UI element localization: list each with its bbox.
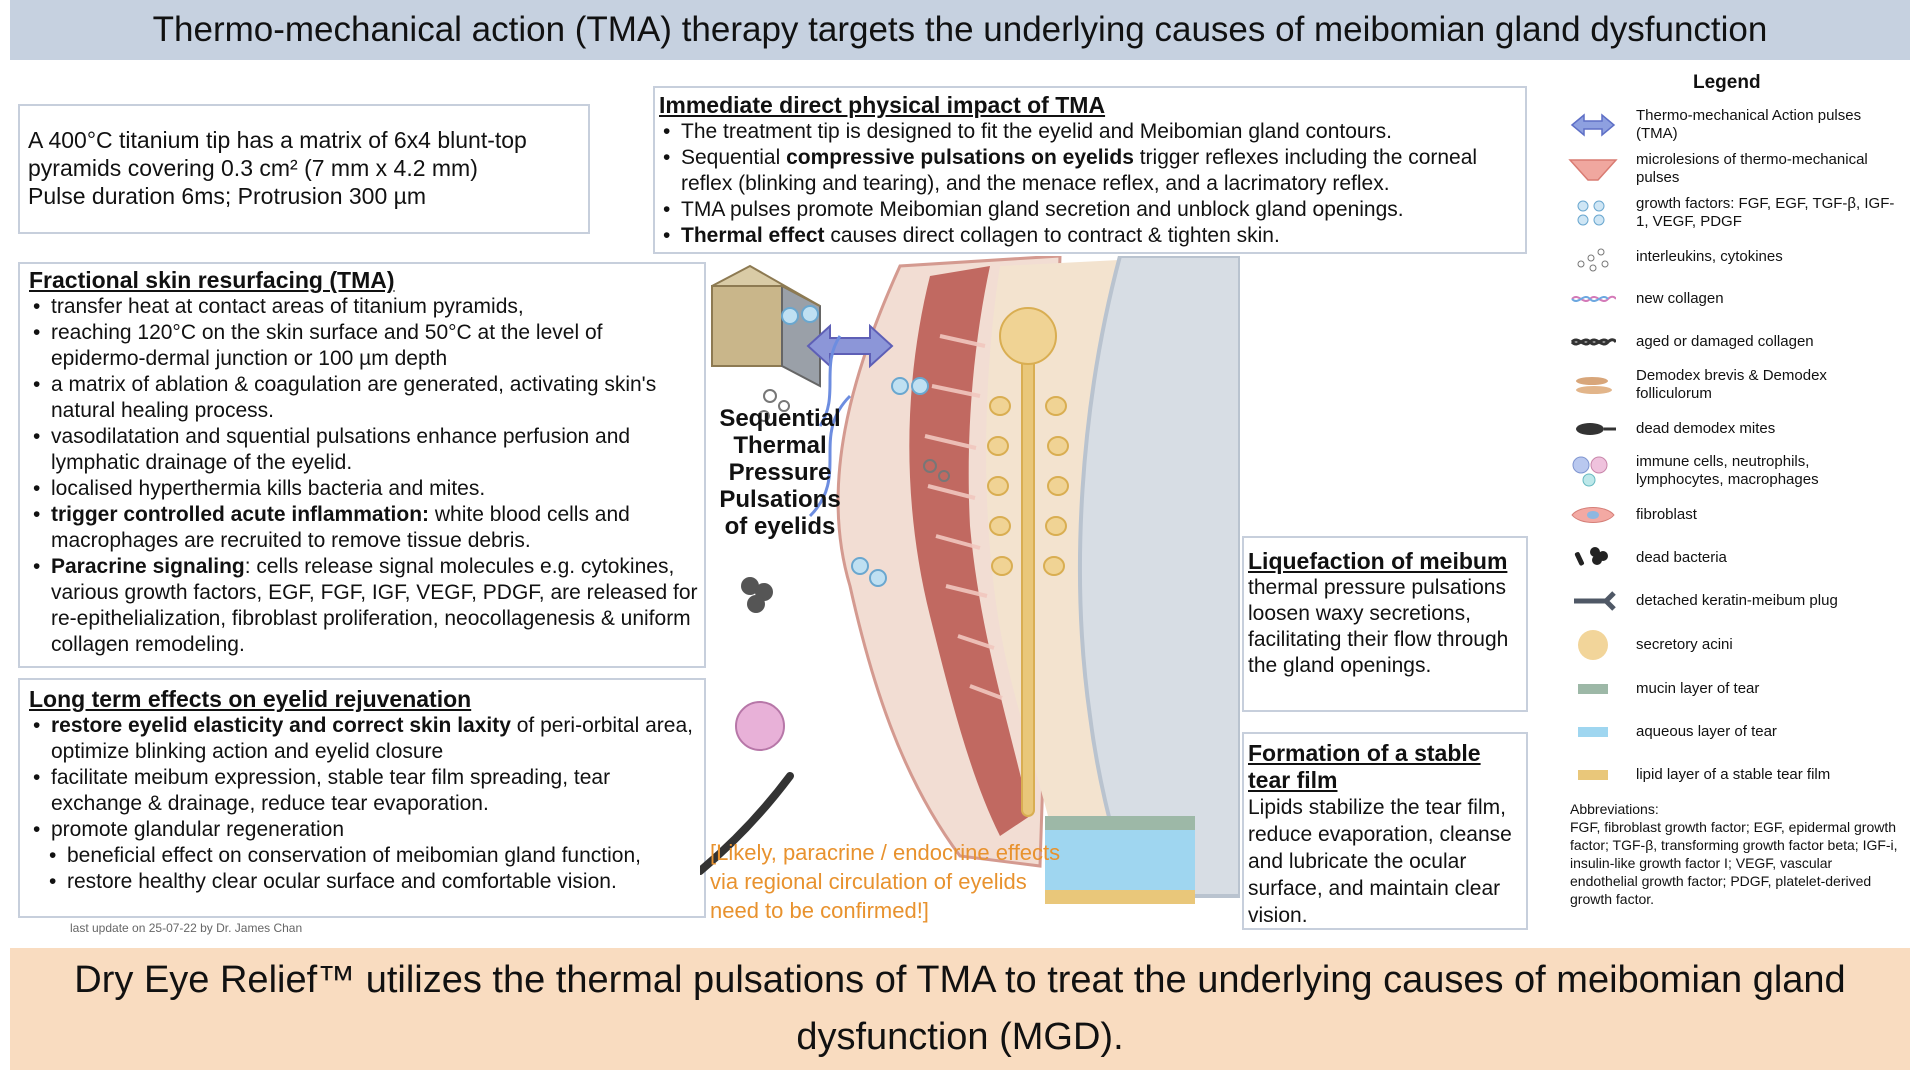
muscle-band bbox=[909, 266, 1030, 836]
demodex-icon bbox=[1566, 370, 1620, 400]
page-title: Thermo-mechanical action (TMA) therapy t… bbox=[152, 10, 1768, 49]
tip-spec-line-3: Pulse duration 6ms; Protrusion 300 µm bbox=[28, 183, 427, 209]
legend-item: interleukins, cytokines bbox=[1566, 238, 1896, 276]
cytokine-icon bbox=[1566, 242, 1620, 272]
legend-item: aged or damaged collagen bbox=[1566, 323, 1896, 361]
long-term-subbullet-2: restore healthy clear ocular surface and… bbox=[49, 869, 698, 895]
cytokine-dots bbox=[758, 389, 950, 482]
footer-text: Dry Eye Relief™ utilizes the thermal pul… bbox=[74, 959, 1846, 1058]
legend-item: growth factors: FGF, EGF, TGF-β, IGF-1, … bbox=[1566, 194, 1896, 232]
liquefaction-body: thermal pressure pulsations loosen waxy … bbox=[1248, 576, 1509, 677]
legend-item: aqueous layer of tear bbox=[1566, 713, 1896, 751]
tear-film-box: Formation of a stable tear film Lipids s… bbox=[1242, 732, 1528, 930]
fractional-bullet-3: a matrix of ablation & coagulation are g… bbox=[33, 372, 698, 424]
dead-mite-icon bbox=[1566, 414, 1620, 444]
legend-item: mucin layer of tear bbox=[1566, 670, 1896, 708]
liquefaction-heading: Liquefaction of meibum bbox=[1248, 548, 1508, 574]
keratin-plug-icon bbox=[1566, 586, 1620, 616]
new-collagen-helix bbox=[808, 335, 852, 518]
long-term-heading: Long term effects on eyelid rejuvenation bbox=[29, 686, 472, 712]
long-term-bullet-3: promote glandular regeneration bbox=[33, 817, 698, 843]
fibroblast-icon bbox=[1566, 500, 1620, 530]
legend-item: microlesions of thermo-mechanical pulses bbox=[1566, 150, 1896, 188]
immediate-bullet-4: Thermal effect causes direct collagen to… bbox=[663, 223, 1519, 249]
lipid-layer-icon bbox=[1566, 760, 1620, 790]
update-note: last update on 25-07-22 by Dr. James Cha… bbox=[70, 921, 303, 935]
abbreviations-text: FGF, fibroblast growth factor; EGF, epid… bbox=[1570, 819, 1898, 907]
dead-bacteria-icon bbox=[1566, 543, 1620, 573]
legend-item: Demodex brevis & Demodex folliculorum bbox=[1566, 366, 1896, 404]
legend-item: fibroblast bbox=[1566, 496, 1896, 534]
legend-item: dead demodex mites bbox=[1566, 410, 1896, 448]
tear-film-heading: Formation of a stable tear film bbox=[1248, 740, 1481, 793]
legend-item: detached keratin-meibum plug bbox=[1566, 582, 1896, 620]
immune-cell bbox=[735, 701, 785, 751]
mucin-layer-icon bbox=[1566, 674, 1620, 704]
paracrine-note: [Likely, paracrine / endocrine effects v… bbox=[710, 840, 1061, 923]
sequential-pulsations-label: Sequential Thermal Pressure Pulsations o… bbox=[719, 405, 841, 540]
liquefaction-box: Liquefaction of meibum thermal pressure … bbox=[1242, 536, 1528, 712]
legend-item: immune cells, neutrophils, lymphocytes, … bbox=[1566, 452, 1896, 490]
long-term-subbullet-1: beneficial effect on conservation of mei… bbox=[49, 843, 698, 869]
fractional-bullet-2: reaching 120°C on the skin surface and 5… bbox=[33, 320, 698, 372]
legend-item: dead bacteria bbox=[1566, 539, 1896, 577]
growth-factor-icon bbox=[1566, 198, 1620, 228]
new-collagen-icon bbox=[1566, 284, 1620, 314]
abbreviations: Abbreviations: FGF, fibroblast growth fa… bbox=[1570, 800, 1900, 924]
tear-film-body: Lipids stabilize the tear film, reduce e… bbox=[1248, 796, 1512, 927]
eyelash bbox=[700, 772, 794, 875]
immediate-bullet-3: TMA pulses promote Meibomian gland secre… bbox=[663, 197, 1519, 223]
aqueous-layer-icon bbox=[1566, 717, 1620, 747]
fractional-bullet-5: localised hyperthermia kills bacteria an… bbox=[33, 476, 698, 502]
immune-cell-icon bbox=[1566, 456, 1620, 487]
tip-spec-line-2: pyramids covering 0.3 cm² (7 mm x 4.2 mm… bbox=[28, 155, 478, 181]
dead-bacteria-cluster bbox=[741, 577, 773, 613]
meibomian-gland bbox=[987, 307, 1069, 817]
long-term-bullet-2: facilitate meibum expression, stable tea… bbox=[33, 765, 698, 817]
legend-item: lipid layer of a stable tear film bbox=[1566, 756, 1896, 794]
fractional-bullet-6: trigger controlled acute inflammation: w… bbox=[33, 502, 698, 554]
legend-item: Thermo-mechanical Action pulses (TMA) bbox=[1566, 106, 1896, 144]
fractional-heading: Fractional skin resurfacing (TMA) bbox=[29, 267, 395, 293]
immediate-bullet-2: Sequential compressive pulsations on eye… bbox=[663, 145, 1519, 197]
acini-icon bbox=[1566, 630, 1620, 660]
legend-item: secretory acini bbox=[1566, 626, 1896, 664]
double-arrow-icon bbox=[1566, 110, 1620, 140]
titanium-tip-icon bbox=[711, 264, 821, 388]
fractional-bullet-1: transfer heat at contact areas of titani… bbox=[33, 294, 698, 320]
growth-factor-cells bbox=[781, 305, 929, 587]
long-term-bullet-1: restore eyelid elasticity and correct sk… bbox=[33, 713, 698, 765]
fractional-bullet-7: Paracrine signaling: cells release signa… bbox=[33, 554, 698, 658]
legend-item: new collagen bbox=[1566, 280, 1896, 318]
footer-banner: Dry Eye Relief™ utilizes the thermal pul… bbox=[10, 948, 1910, 1070]
eyelid-illustration bbox=[700, 256, 1240, 904]
aged-collagen-icon bbox=[1566, 327, 1620, 357]
conjunctiva bbox=[1078, 256, 1240, 898]
fractional-bullet-4: vasodilatation and squential pulsations … bbox=[33, 424, 698, 476]
fractional-resurfacing-box: Fractional skin resurfacing (TMA) transf… bbox=[18, 262, 706, 668]
abbreviations-title: Abbreviations: bbox=[1570, 801, 1659, 817]
tip-spec-box: A 400°C titanium tip has a matrix of 6x4… bbox=[18, 104, 590, 234]
immediate-bullet-1: The treatment tip is designed to fit the… bbox=[663, 119, 1519, 145]
legend-title: Legend bbox=[1693, 72, 1761, 93]
immediate-impact-box: Immediate direct physical impact of TMA … bbox=[653, 86, 1527, 254]
title-banner: Thermo-mechanical action (TMA) therapy t… bbox=[10, 0, 1910, 60]
microlesion-icon bbox=[1566, 154, 1620, 184]
tip-spec-line-1: A 400°C titanium tip has a matrix of 6x4… bbox=[28, 127, 527, 153]
long-term-effects-box: Long term effects on eyelid rejuvenation… bbox=[18, 678, 706, 918]
immediate-impact-heading: Immediate direct physical impact of TMA bbox=[659, 92, 1106, 118]
tear-film-layers bbox=[1045, 816, 1195, 904]
